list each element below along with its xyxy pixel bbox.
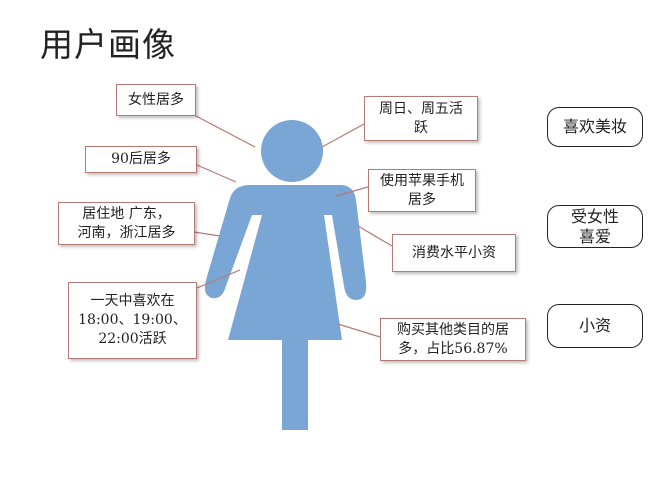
tag-petty-bourgeois: 小资 xyxy=(547,304,643,348)
leader-other-categories xyxy=(337,323,381,338)
callout-other-categories: 购买其他类目的居 多，占比56.87% xyxy=(380,318,526,361)
callout-apple-phone: 使用苹果手机 居多 xyxy=(368,169,476,212)
leader-lines xyxy=(193,115,393,338)
callout-active-days: 周日、周五活 跃 xyxy=(364,96,478,141)
callout-active-hours: 一天中喜欢在 18:00、19:00、 22:00活跃 xyxy=(68,282,197,359)
callout-residence: 居住地 广东， 河南，浙江居多 xyxy=(58,202,195,245)
leader-apple-phone xyxy=(335,186,369,197)
tag-female-favorite: 受女性 喜爱 xyxy=(547,205,643,248)
callout-post90-majority: 90后居多 xyxy=(85,146,197,173)
figure-body xyxy=(204,185,367,430)
figure-head xyxy=(261,120,323,182)
callout-consumption-level: 消费水平小资 xyxy=(392,234,516,272)
female-figure-icon xyxy=(204,120,367,430)
callout-female-majority: 女性居多 xyxy=(116,84,196,116)
tag-beauty: 喜欢美妆 xyxy=(547,107,643,147)
leader-consumption xyxy=(357,225,393,247)
leader-post90 xyxy=(196,164,237,183)
leader-residence xyxy=(193,231,221,237)
leader-active-hours xyxy=(196,269,241,289)
page-title: 用户画像 xyxy=(40,25,176,64)
leader-female-majority xyxy=(195,115,256,148)
leader-active-days xyxy=(321,123,365,148)
